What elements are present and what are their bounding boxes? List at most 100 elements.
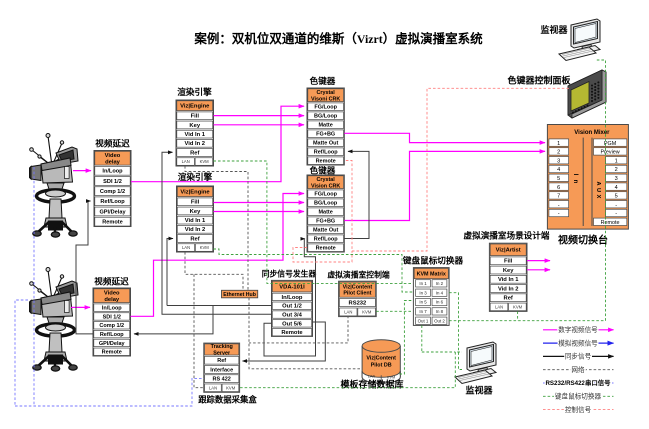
svg-text:Remote: Remote [281,330,303,336]
svg-text:-: - [615,211,617,217]
svg-text:虚拟演播室控制端: 虚拟演播室控制端 [327,270,390,280]
svg-text:5: 5 [557,176,560,182]
svg-text:-: - [558,202,560,208]
svg-text:BG/Loop: BG/Loop [314,201,338,207]
svg-text:VDA-101I: VDA-101I [279,284,305,290]
svg-text:X: X [595,195,601,199]
svg-text:Visoni CRK: Visoni CRK [311,96,340,102]
svg-text:Ref: Ref [190,236,199,242]
svg-text:LAN: LAN [182,159,190,164]
svg-text:KVM: KVM [387,375,395,380]
svg-text:LAN: LAN [495,304,503,309]
svg-text:In 6: In 6 [436,300,444,305]
svg-text:n: n [572,180,578,184]
svg-text:RS 422: RS 422 [213,377,231,383]
svg-text:Key: Key [190,209,201,215]
svg-text:In 4: In 4 [436,290,444,295]
svg-text:LAN: LAN [344,309,352,314]
svg-text:3: 3 [557,158,560,164]
svg-text:SDI 1/2: SDI 1/2 [103,179,122,185]
svg-text:监视器: 监视器 [465,385,493,396]
svg-text:Fill: Fill [504,259,513,265]
svg-text:Ref: Ref [190,150,199,156]
svg-text:Server: Server [213,351,231,357]
svg-text:KVM: KVM [513,304,523,309]
svg-text:RS232: RS232 [349,300,367,306]
svg-text:虚拟演播室场景设计端: 虚拟演播室场景设计端 [464,229,550,240]
svg-text:Vid In 1: Vid In 1 [184,132,205,138]
svg-text:Out 5/6: Out 5/6 [282,321,302,327]
svg-text:In 3: In 3 [419,290,427,295]
svg-text:PGM: PGM [604,141,617,147]
svg-text:delay: delay [105,159,121,165]
svg-text:KVM: KVM [200,245,210,250]
svg-text:Ref/Loop: Ref/Loop [100,332,124,338]
svg-text:2: 2 [557,150,560,156]
svg-text:SDI 1/2: SDI 1/2 [103,314,121,320]
svg-text:Remote: Remote [316,246,336,252]
svg-text:GPI/Delay: GPI/Delay [99,209,126,215]
svg-text:Crystal: Crystal [317,177,336,183]
svg-text:Matte Out: Matte Out [313,228,339,234]
svg-text:Tracking: Tracking [211,344,233,350]
svg-text:Viz|Artist: Viz|Artist [496,248,521,254]
svg-text:同步信号: 同步信号 [565,352,592,361]
svg-text:Remote: Remote [316,159,336,165]
svg-text:Video: Video [105,153,121,159]
svg-text:Ref/Loop: Ref/Loop [314,150,338,156]
svg-text:键盘鼠标切换器: 键盘鼠标切换器 [555,392,602,401]
svg-text:Matte Out: Matte Out [313,141,339,147]
svg-text:U: U [595,188,601,192]
svg-text:Pilot Client: Pilot Client [343,291,371,297]
svg-text:In 5: In 5 [419,300,427,305]
svg-text:FG/Loop: FG/Loop [314,192,337,198]
svg-text:视频延迟: 视频延迟 [95,138,130,149]
svg-text:Key: Key [189,123,200,129]
svg-text:Out 3/4: Out 3/4 [282,312,302,318]
svg-text:Comp 1/2: Comp 1/2 [100,189,125,195]
svg-text:Crystal: Crystal [317,90,336,96]
svg-text:Video: Video [104,290,120,296]
svg-text:Out 1: Out 1 [418,318,429,323]
svg-text:FG+BG: FG+BG [316,219,335,225]
svg-text:色键器: 色键器 [310,165,336,176]
svg-text:Ref: Ref [504,296,513,302]
svg-text:键盘鼠标切换器: 键盘鼠标切换器 [402,255,464,266]
svg-text:Out 1/2: Out 1/2 [282,304,302,310]
svg-text:In/Loop: In/Loop [282,295,303,301]
svg-text:Comp 1/2: Comp 1/2 [99,323,124,329]
svg-text:数字视频信号: 数字视频信号 [558,325,598,334]
svg-text:LAN: LAN [182,245,190,250]
svg-text:Remote: Remote [102,350,122,356]
svg-text:模板存储数据库: 模板存储数据库 [340,379,403,390]
svg-text:跟踪数据采集盒: 跟踪数据采集盒 [198,395,257,405]
svg-text:Vid In 2: Vid In 2 [184,141,205,147]
svg-text:色键器控制面板: 色键器控制面板 [507,75,571,86]
svg-text:Remote: Remote [601,220,620,226]
svg-text:视频延迟: 视频延迟 [94,275,129,286]
svg-text:2: 2 [615,167,618,173]
svg-text:案例：双机位双通道的维斯（Vizrt）虚拟演播室系统: 案例：双机位双通道的维斯（Vizrt）虚拟演播室系统 [193,31,483,46]
svg-text:7: 7 [557,194,560,200]
svg-text:GPI/Delay: GPI/Delay [99,341,126,347]
svg-text:4: 4 [557,167,560,173]
svg-text:KVM: KVM [200,159,210,164]
svg-text:色键器: 色键器 [310,75,336,86]
svg-text:Preview: Preview [601,150,620,156]
svg-text:Vid In 1: Vid In 1 [185,218,206,224]
svg-text:Vid In 2: Vid In 2 [185,227,206,233]
svg-text:Fill: Fill [191,114,200,120]
svg-text:模拟视频信号: 模拟视频信号 [558,338,598,347]
svg-text:Matte: Matte [318,210,332,216]
svg-text:6: 6 [557,185,560,191]
svg-text:In 8: In 8 [436,309,444,314]
svg-text:-: - [558,211,560,217]
svg-text:-: - [615,202,617,208]
svg-text:渲染引擎: 渲染引擎 [177,86,212,97]
svg-text:3: 3 [615,176,618,182]
svg-text:Key: Key [503,268,514,274]
svg-text:Interface: Interface [210,367,233,373]
svg-text:控制信号: 控制信号 [565,405,592,414]
svg-text:delay: delay [104,297,120,303]
svg-text:BG/Loop: BG/Loop [314,114,338,120]
